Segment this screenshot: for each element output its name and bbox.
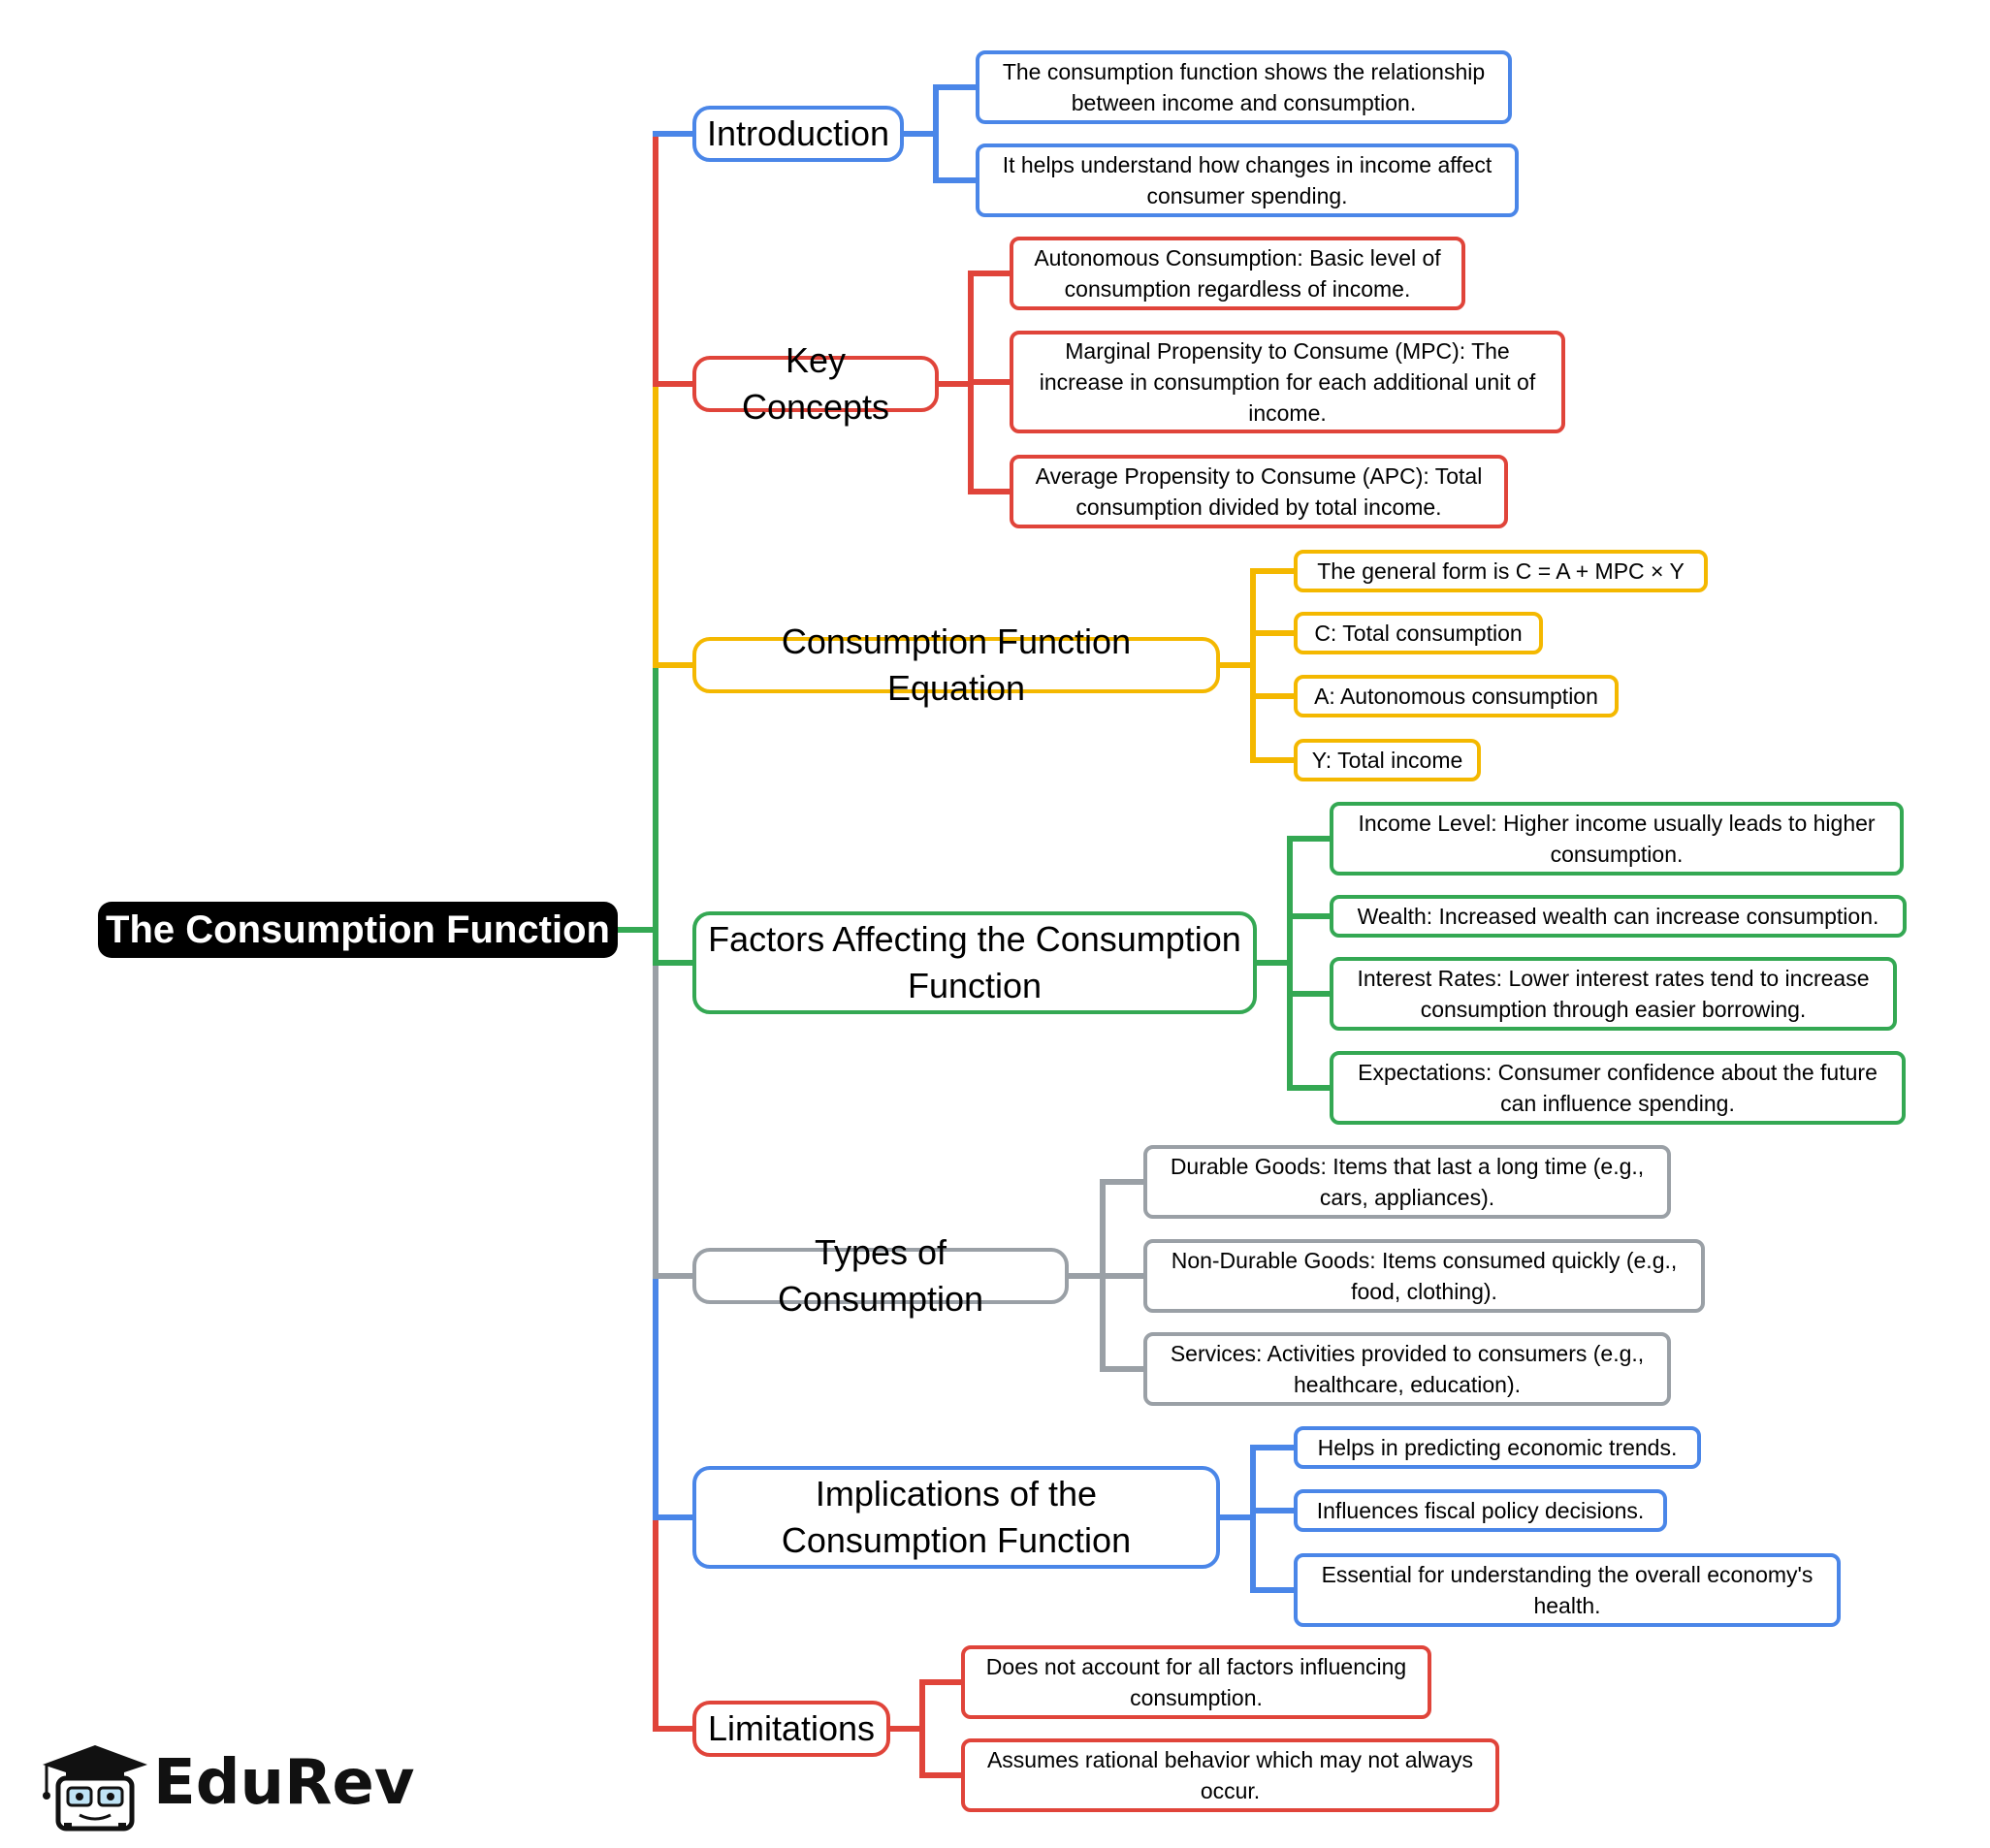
leaf-node: Does not account for all factors influen… <box>961 1645 1431 1719</box>
branch-node: Types of Consumption <box>692 1232 1069 1319</box>
leaf-node: Essential for understanding the overall … <box>1294 1553 1841 1627</box>
leaf-node: Expectations: Consumer confidence about … <box>1330 1051 1906 1125</box>
branch-node: Introduction <box>692 106 904 162</box>
leaf-node: Assumes rational behavior which may not … <box>961 1738 1499 1812</box>
leaf-node: A: Autonomous consumption <box>1294 675 1619 717</box>
graduate-mascot-icon <box>43 1745 147 1832</box>
leaf-node: It helps understand how changes in incom… <box>976 143 1519 217</box>
logo-text: EduRev <box>153 1747 415 1819</box>
leaf-node: Marginal Propensity to Consume (MPC): Th… <box>1010 331 1565 433</box>
leaf-node: Influences fiscal policy decisions. <box>1294 1489 1667 1532</box>
leaf-node: Wealth: Increased wealth can increase co… <box>1330 895 1907 938</box>
branch-node: Consumption Function Equation <box>692 621 1220 708</box>
leaf-node: Helps in predicting economic trends. <box>1294 1426 1701 1469</box>
leaf-node: The consumption function shows the relat… <box>976 50 1512 124</box>
leaf-node: Services: Activities provided to consume… <box>1143 1332 1671 1406</box>
root-node: The Consumption Function <box>98 902 618 958</box>
leaf-node: Non-Durable Goods: Items consumed quickl… <box>1143 1239 1705 1313</box>
branch-node: Implications of the Consumption Function <box>692 1466 1220 1569</box>
leaf-node: Autonomous Consumption: Basic level of c… <box>1010 237 1465 310</box>
branch-node: Key Concepts <box>692 340 939 427</box>
leaf-node: The general form is C = A + MPC × Y <box>1294 550 1708 592</box>
leaf-node: Income Level: Higher income usually lead… <box>1330 802 1904 876</box>
leaf-node: Average Propensity to Consume (APC): Tot… <box>1010 455 1508 528</box>
leaf-node: Interest Rates: Lower interest rates ten… <box>1330 957 1897 1031</box>
leaf-node: Durable Goods: Items that last a long ti… <box>1143 1145 1671 1219</box>
branch-node: Limitations <box>692 1701 890 1757</box>
leaf-node: Y: Total income <box>1294 739 1481 781</box>
leaf-node: C: Total consumption <box>1294 612 1543 654</box>
branch-node: Factors Affecting the Consumption Functi… <box>692 911 1257 1014</box>
